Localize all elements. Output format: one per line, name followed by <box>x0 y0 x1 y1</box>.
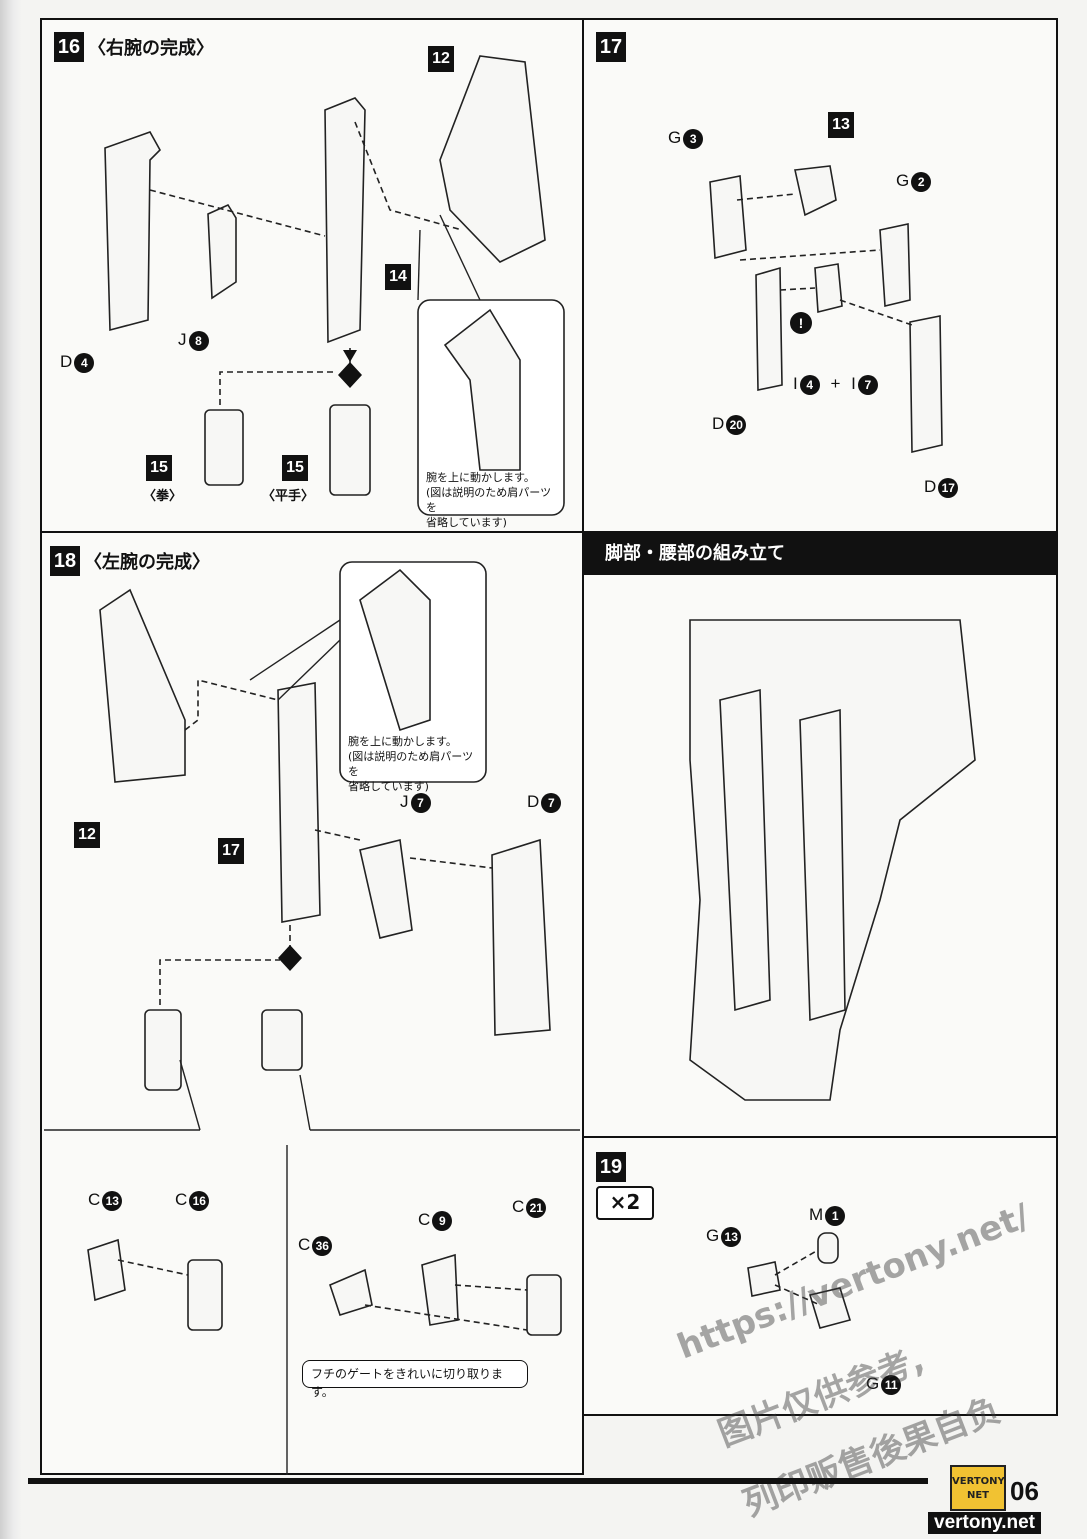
warning-mark: ! <box>788 312 812 334</box>
part-number-dot: 36 <box>312 1235 333 1256</box>
step-19-panel <box>582 1136 1058 1416</box>
part-tag-15-open: 15 <box>282 455 308 481</box>
part-number-dot: 7 <box>857 374 878 395</box>
part-letter: G <box>668 128 682 147</box>
part-number-dot: 4 <box>74 352 95 373</box>
part-letter: I <box>851 374 856 393</box>
part-tag-13: 13 <box>828 112 854 138</box>
step-18-note: 腕を上に動かします。 (図は説明のため肩パーツを 省略しています) <box>340 730 486 793</box>
part-letter: J <box>400 792 409 811</box>
logo-line: NET <box>966 1490 990 1501</box>
part-letter: C <box>298 1235 311 1254</box>
part-letter: J <box>178 330 187 349</box>
part-number-dot: 13 <box>721 1226 742 1247</box>
part-letter: C <box>175 1190 188 1209</box>
vertony-logo: VERTONY NET <box>950 1465 1006 1511</box>
open-hand-caption: 〈平手〉 <box>262 489 315 504</box>
step-17-panel <box>582 18 1058 533</box>
part-tag-12: 12 <box>428 46 454 72</box>
part-letter: G <box>896 171 910 190</box>
part-letter: I <box>793 374 798 393</box>
part-number-dot: 3 <box>683 128 704 149</box>
part-number-dot: 1 <box>825 1205 846 1226</box>
page-binding-shadow <box>0 0 22 1539</box>
step-19-number: 19 <box>596 1152 626 1182</box>
note-line: (図は説明のため肩パーツを <box>348 750 474 778</box>
part-letter: G <box>866 1374 880 1393</box>
part-tag-17: 17 <box>218 838 244 864</box>
part-number-dot: 20 <box>726 414 747 435</box>
part-letter: G <box>706 1226 720 1245</box>
footer-rule <box>28 1478 928 1484</box>
part-letter: D <box>924 477 937 496</box>
logo-line: VERTONY <box>952 1476 1005 1487</box>
fist-caption: 〈拳〉 <box>143 489 183 504</box>
part-number-dot: 8 <box>188 330 209 351</box>
part-letter: D <box>60 352 73 371</box>
part-number-dot: 2 <box>911 171 932 192</box>
part-number-dot: 7 <box>541 792 562 813</box>
note-line: 腕を上に動かします。 <box>348 735 457 748</box>
part-tag-12: 12 <box>74 822 100 848</box>
step-18-number: 18 <box>50 546 80 576</box>
part-tag-14: 14 <box>385 264 411 290</box>
part-letter: C <box>512 1197 525 1216</box>
quantity-multiplier: ×2 <box>596 1186 654 1220</box>
part-number-dot: 17 <box>938 477 959 498</box>
warning-icon: ! <box>790 312 812 334</box>
part-number-dot: 4 <box>799 374 820 395</box>
part-number-dot: 9 <box>432 1210 453 1231</box>
gate-cut-note: フチのゲートをきれいに切り取ります。 <box>302 1360 528 1399</box>
step-16-title: 〈右腕の完成〉 <box>88 38 214 59</box>
plus-sign: + <box>830 374 841 393</box>
part-number-dot: 16 <box>189 1190 210 1211</box>
part-number-dot: 21 <box>526 1197 547 1218</box>
part-letter: C <box>88 1190 101 1209</box>
note-line: 省略しています) <box>348 780 429 793</box>
part-letter: D <box>527 792 540 811</box>
step-17-number: 17 <box>596 32 626 62</box>
part-number-dot: 11 <box>881 1374 902 1395</box>
footer-url: vertony.net <box>928 1512 1042 1534</box>
leg-waist-section-header: 脚部・腰部の組み立て <box>583 533 1057 575</box>
part-number-dot: 7 <box>410 792 431 813</box>
part-number-dot: 13 <box>102 1190 123 1211</box>
note-line: (図は説明のため肩パーツを <box>426 486 552 514</box>
step-16-number: 16 <box>54 32 84 62</box>
part-letter: D <box>712 414 725 433</box>
step-16-note: 腕を上に動かします。 (図は説明のため肩パーツを 省略しています) <box>418 466 564 529</box>
part-letter: C <box>418 1210 431 1229</box>
part-letter: M <box>809 1205 824 1224</box>
note-line: 省略しています) <box>426 516 507 529</box>
step-18-title: 〈左腕の完成〉 <box>84 552 210 573</box>
note-line: 腕を上に動かします。 <box>426 471 535 484</box>
part-tag-15-fist: 15 <box>146 455 172 481</box>
page-number: 06 <box>1010 1476 1039 1506</box>
